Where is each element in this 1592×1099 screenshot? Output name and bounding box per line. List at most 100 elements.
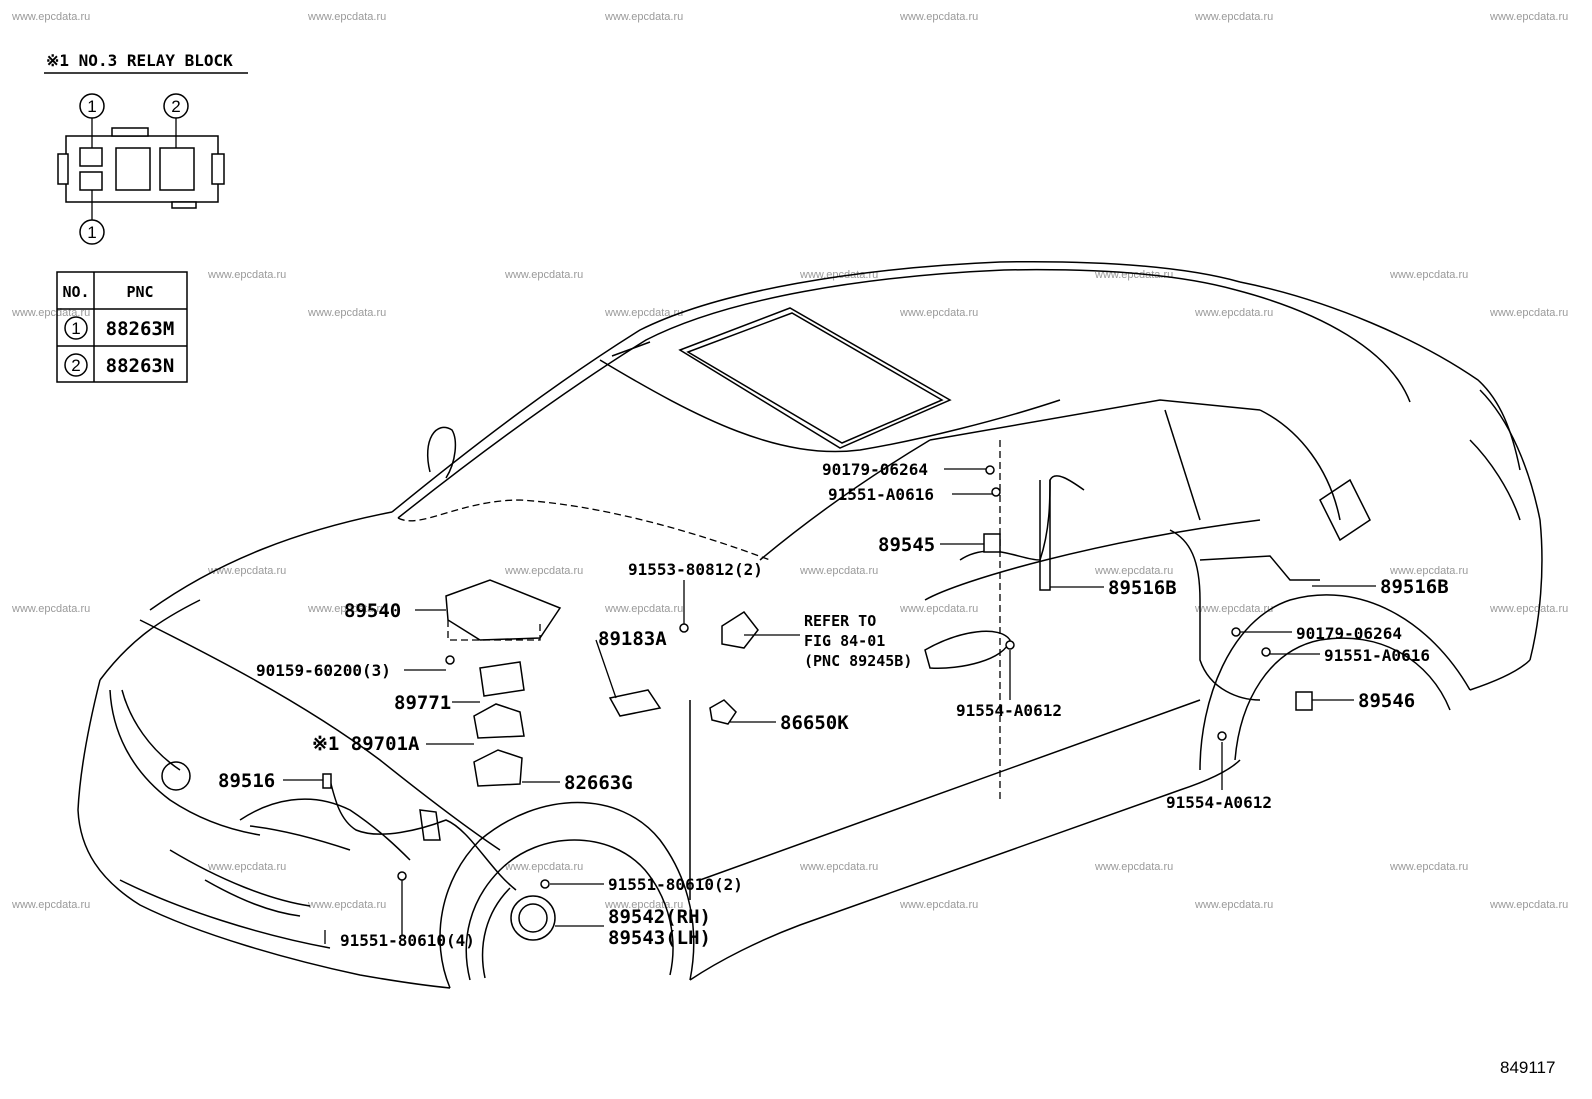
yaw-rate-sensor — [721, 611, 759, 649]
part-label: 89516B — [1380, 576, 1449, 598]
watermark: www.epcdata.ru — [1094, 861, 1173, 873]
speed-sensor-rotor-inner — [518, 903, 548, 933]
front-harness-89516 — [329, 779, 517, 891]
row-callout-circle — [64, 316, 88, 340]
relay-slot-1-lower — [79, 171, 103, 191]
relay-block-bottom-tab — [171, 201, 197, 209]
door-handle — [924, 630, 1011, 669]
fog-lamp — [204, 879, 301, 917]
callout-number: 2 — [171, 97, 180, 116]
emblem — [161, 761, 191, 791]
part-label: 89771 — [394, 692, 451, 714]
table-header-pnc: PNC — [126, 283, 153, 301]
watermark-layer: www.epcdata.ru www.epcdata.ru www.epcdat… — [11, 11, 1568, 911]
fog-area — [169, 849, 311, 907]
watermark: www.epcdata.ru — [899, 899, 978, 911]
part-labels: 90179-06264 91551-A0616 89545 89516B 915… — [218, 460, 1449, 950]
watermark: www.epcdata.ru — [1194, 603, 1273, 615]
rear-harness-89516B-left — [959, 475, 1085, 561]
module-bracket — [447, 620, 541, 641]
watermark: www.epcdata.ru — [207, 861, 286, 873]
relay-slot-2 — [159, 147, 195, 191]
rocker-panel — [689, 759, 1241, 981]
horn-86650K — [709, 699, 737, 725]
part-label: 89542(RH) — [608, 906, 711, 928]
callout-number: 1 — [87, 97, 96, 116]
watermark: www.epcdata.ru — [11, 11, 90, 23]
refer-note: (PNC 89245B) — [804, 652, 912, 670]
relay-block-top-tab — [111, 127, 149, 137]
roofline — [391, 260, 1241, 513]
windshield-base — [599, 359, 1061, 453]
watermark: www.epcdata.ru — [1389, 861, 1468, 873]
watermark: www.epcdata.ru — [307, 11, 386, 23]
c-pillar — [1164, 409, 1201, 521]
car-outline — [77, 260, 1543, 989]
part-label: 90159-60200(3) — [256, 661, 391, 680]
rear-roof — [1239, 281, 1521, 471]
harness-tube-left — [1039, 480, 1051, 591]
watermark: www.epcdata.ru — [1194, 899, 1273, 911]
bolt-91551 — [991, 487, 1001, 497]
watermark: www.epcdata.ru — [207, 565, 286, 577]
rear-wheel-arch — [1199, 594, 1471, 771]
part-label: 91551-80610(4) — [340, 931, 475, 950]
watermark: www.epcdata.ru — [207, 269, 286, 281]
table-header-no: NO. — [62, 283, 89, 301]
speed-sensor-rotor — [510, 895, 556, 941]
part-label: 89546 — [1358, 690, 1415, 712]
watermark: www.epcdata.ru — [604, 11, 683, 23]
part-label: ※1 89701A — [312, 733, 420, 755]
tail-lamp — [1469, 439, 1521, 521]
grille-edge — [109, 689, 261, 836]
watermark: www.epcdata.ru — [11, 307, 90, 319]
airbag-sensor-module — [445, 579, 562, 641]
part-label: 91551-80610(2) — [608, 875, 743, 894]
part-label: 89516 — [218, 770, 275, 792]
watermark: www.epcdata.ru — [1489, 11, 1568, 23]
bolt-91551-2 — [540, 879, 550, 889]
rear-tire — [1234, 637, 1451, 761]
relay-block-left-tab — [57, 153, 69, 185]
refer-note: REFER TO — [804, 612, 876, 630]
side-crease — [699, 699, 1201, 881]
part-label: 82663G — [564, 772, 633, 794]
bolt-90159 — [445, 655, 455, 665]
part-label: 91551-A0616 — [828, 485, 934, 504]
watermark: www.epcdata.ru — [1489, 603, 1568, 615]
front-tire — [465, 839, 674, 981]
watermark: www.epcdata.ru — [1489, 307, 1568, 319]
table-border — [56, 271, 188, 383]
sensor-89546 — [1295, 691, 1313, 711]
watermark: www.epcdata.ru — [1389, 565, 1468, 577]
part-label: 89183A — [598, 628, 667, 650]
harness-connector — [322, 773, 332, 789]
table-cell-pnc: 88263N — [106, 355, 175, 377]
a-pillar-top — [611, 341, 651, 357]
bolt-91551 — [1261, 647, 1271, 657]
side-mirror — [426, 426, 457, 479]
sensor-89545 — [983, 533, 1001, 553]
front-wheel-arch — [439, 801, 695, 989]
watermark: www.epcdata.ru — [1389, 269, 1468, 281]
refer-note: FIG 84-01 — [804, 632, 885, 650]
fender-curve — [99, 599, 201, 681]
hood-crease — [139, 619, 501, 851]
row-callout-circle — [64, 353, 88, 377]
callout-number: 1 — [87, 223, 96, 242]
front-bumper — [77, 679, 451, 989]
part-label: 91554-A0612 — [956, 701, 1062, 720]
watermark: www.epcdata.ru — [1194, 11, 1273, 23]
watermark: www.epcdata.ru — [504, 861, 583, 873]
clip-90179 — [985, 465, 995, 475]
watermark: www.epcdata.ru — [11, 603, 90, 615]
watermark: www.epcdata.ru — [799, 565, 878, 577]
leader — [595, 639, 617, 699]
rear-bumper-lower — [1469, 659, 1531, 691]
watermark: www.epcdata.ru — [1194, 307, 1273, 319]
watermark: www.epcdata.ru — [899, 307, 978, 319]
bolt-91554 — [1217, 731, 1227, 741]
part-label: 90179-06264 — [822, 460, 928, 479]
pnc-table: NO. PNC 1 88263M 2 88263N — [56, 271, 188, 383]
harness-branch-right — [1199, 555, 1320, 581]
